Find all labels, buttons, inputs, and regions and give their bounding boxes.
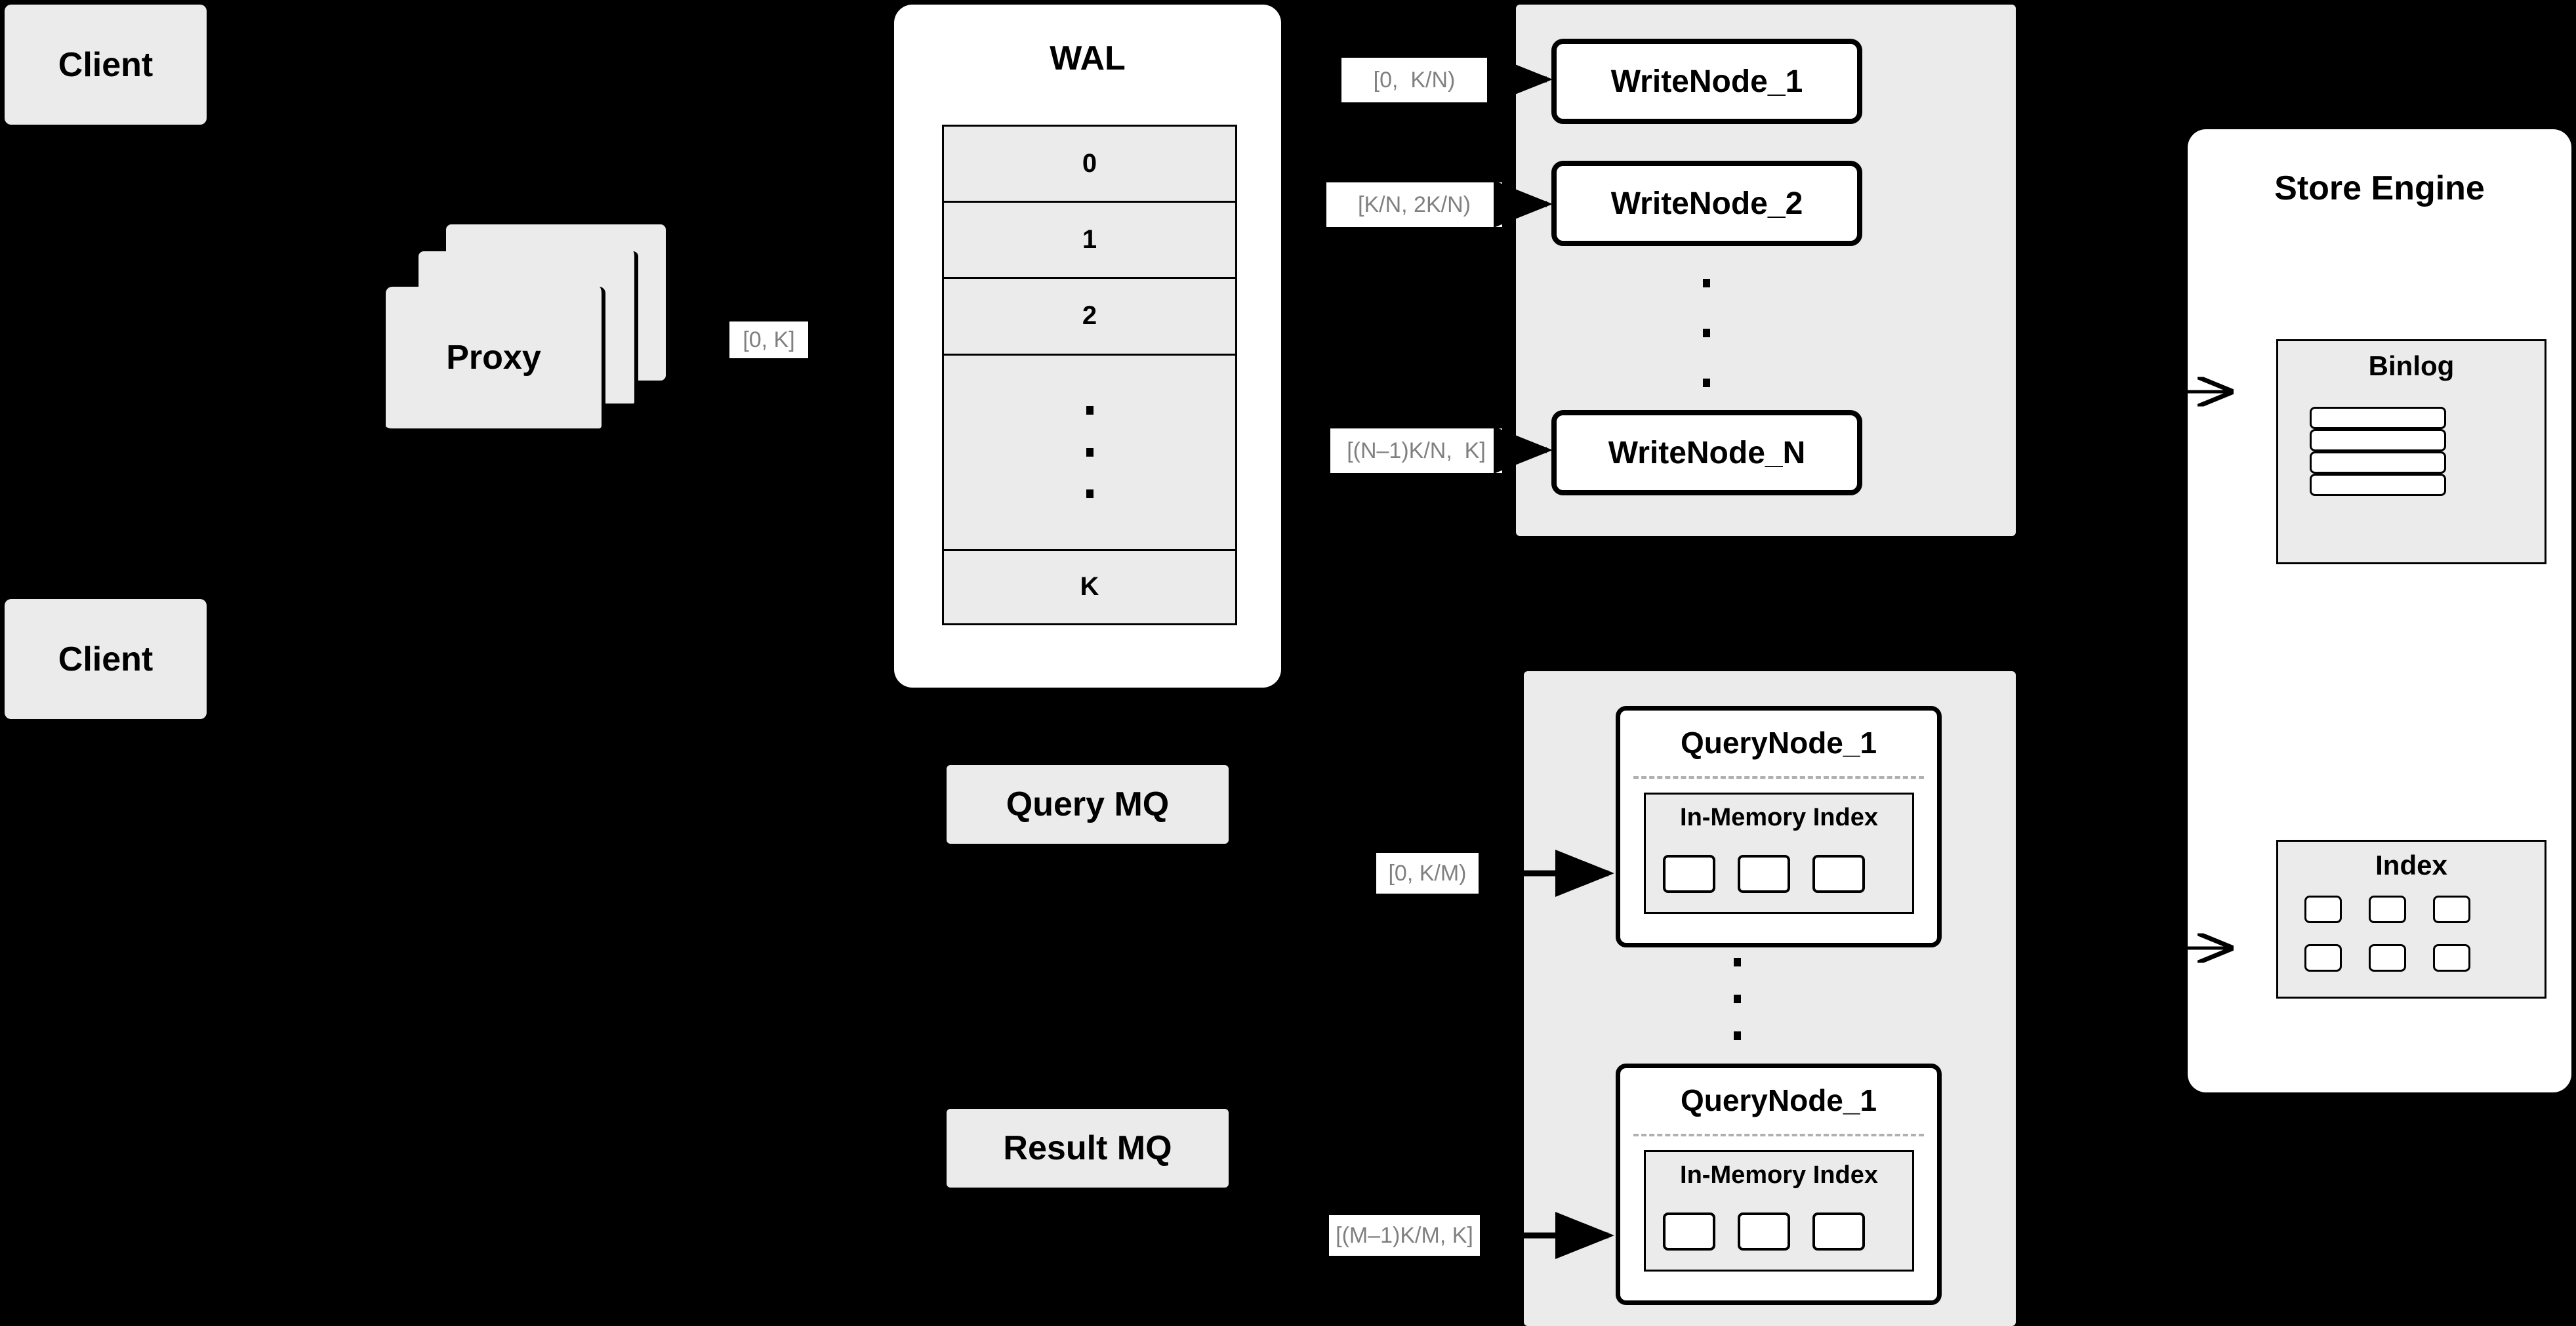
query-node-m-range-label: [(M–1)K/M, K] <box>1329 1215 1480 1256</box>
query-node-1-label: QueryNode_1 <box>1680 726 1877 760</box>
index-slot <box>1663 855 1715 893</box>
wal-row: 0 <box>944 127 1235 203</box>
proxy-box: Proxy <box>386 287 605 432</box>
proxy-range-label-text: [0, K] <box>743 327 795 352</box>
store-engine-panel: Store Engine Binlog Index <box>2188 129 2571 1092</box>
write-node-n-label: WriteNode_N <box>1608 435 1806 470</box>
binlog-slot <box>2310 407 2446 429</box>
query-node-m-label: QueryNode_1 <box>1680 1083 1877 1117</box>
index-slot <box>1663 1212 1715 1251</box>
proxy-label: Proxy <box>446 339 541 377</box>
index-slot <box>2369 944 2406 972</box>
write-node-1-label: WriteNode_1 <box>1610 64 1803 99</box>
wal-panel: WAL 0 1 2 K <box>894 5 1281 688</box>
query-node-1: QueryNode_1 In-Memory Index <box>1616 706 1942 947</box>
query-mq-box: Query MQ <box>947 765 1229 844</box>
index-box: Index <box>2276 840 2546 999</box>
write-node-n-range-label: [(N–1)K/N, K] <box>1330 428 1502 473</box>
store-engine-title: Store Engine <box>2274 169 2485 207</box>
wal-row: 2 <box>944 279 1235 356</box>
write-node-2: WriteNode_2 <box>1551 161 1862 246</box>
index-slot <box>1738 1212 1790 1251</box>
binlog-slot <box>2310 429 2446 451</box>
query-node-m-range-text: [(M–1)K/M, K] <box>1336 1222 1473 1248</box>
write-node-1: WriteNode_1 <box>1551 39 1862 124</box>
result-mq-box: Result MQ <box>947 1109 1229 1188</box>
index-slot <box>1812 1212 1865 1251</box>
wal-row: 1 <box>944 203 1235 280</box>
binlog-slot <box>2310 474 2446 496</box>
query-node-1-in-memory-index: In-Memory Index <box>1644 793 1914 914</box>
query-node-1-divider <box>1633 776 1924 779</box>
wal-row: K <box>944 550 1235 623</box>
write-node-panel: WriteNode_1 WriteNode_2 WriteNode_N <box>1516 5 2016 536</box>
query-node-vertical-ellipsis-icon <box>1727 958 1747 1040</box>
write-node-1-range-label: [0, K/N) <box>1341 58 1487 102</box>
query-node-m-in-memory-index-title: In-Memory Index <box>1680 1161 1878 1189</box>
client-box-2-label: Client <box>58 640 153 678</box>
write-node-vertical-ellipsis-icon <box>1696 279 1716 387</box>
binlog-slot <box>2310 451 2446 474</box>
write-node-2-range-label: [K/N, 2K/N) <box>1326 182 1502 227</box>
query-mq-label: Query MQ <box>1006 785 1170 823</box>
index-slot <box>2304 896 2342 923</box>
wal-row-ellipsis <box>944 355 1235 551</box>
write-node-n-range-text: [(N–1)K/N, K] <box>1347 438 1486 463</box>
index-slot <box>2369 896 2406 923</box>
query-node-1-in-memory-index-title: In-Memory Index <box>1680 804 1878 831</box>
wal-table: 0 1 2 K <box>942 125 1237 625</box>
index-title: Index <box>2375 850 2447 881</box>
index-slot <box>2433 944 2470 972</box>
write-node-2-label: WriteNode_2 <box>1610 186 1803 221</box>
query-node-m: QueryNode_1 In-Memory Index <box>1616 1064 1942 1305</box>
write-node-2-range-text: [K/N, 2K/N) <box>1358 192 1471 217</box>
wal-vertical-ellipsis-icon <box>1086 406 1094 499</box>
binlog-box: Binlog <box>2276 339 2546 564</box>
index-slot <box>1812 855 1865 893</box>
query-node-m-in-memory-index: In-Memory Index <box>1644 1150 1914 1272</box>
query-node-1-range-label: [0, K/M) <box>1376 853 1479 894</box>
client-box-1-label: Client <box>58 45 153 84</box>
write-node-n: WriteNode_N <box>1551 410 1862 495</box>
binlog-title: Binlog <box>2368 350 2455 381</box>
write-node-1-range-text: [0, K/N) <box>1373 67 1456 93</box>
wal-title: WAL <box>1050 39 1126 77</box>
query-node-1-range-text: [0, K/M) <box>1388 860 1467 886</box>
result-mq-label: Result MQ <box>1003 1129 1172 1167</box>
index-slot <box>2304 944 2342 972</box>
query-node-panel: QueryNode_1 In-Memory Index QueryNode_1 … <box>1524 671 2016 1326</box>
index-slot <box>2433 896 2470 923</box>
index-slot <box>1738 855 1790 893</box>
proxy-range-label: [0, K] <box>729 321 808 358</box>
query-node-m-divider <box>1633 1134 1924 1136</box>
client-box-2: Client <box>5 599 207 719</box>
client-box-1: Client <box>5 5 207 125</box>
